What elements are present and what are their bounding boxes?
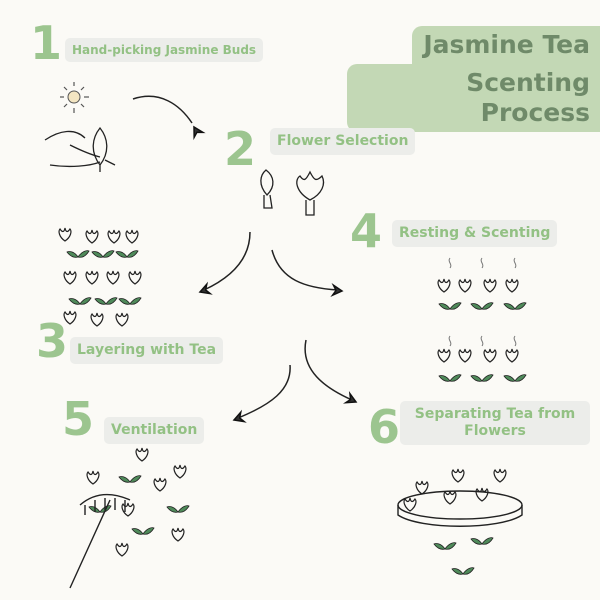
leaf-icon [94, 297, 118, 305]
step-5-label: Ventilation [104, 417, 205, 444]
selected-flowers-icon [260, 169, 325, 216]
flower-icon [90, 312, 104, 327]
flower-icon [451, 468, 465, 483]
flower-icon [415, 480, 429, 495]
flower-icon [121, 502, 135, 517]
step-2-label: Flower Selection [270, 128, 416, 155]
flower-icon [106, 270, 120, 285]
leaf-icon [438, 374, 462, 382]
step-5-number: 5 [62, 392, 95, 446]
steam-icon [480, 335, 484, 347]
flower-icon [115, 542, 129, 557]
flower-and-leaf-sprites [58, 227, 527, 575]
step-1-number: 1 [30, 16, 63, 70]
flower-icon [85, 270, 99, 285]
flower-icon [85, 229, 99, 244]
leaf-icon [91, 250, 115, 258]
rake-icon [69, 493, 131, 589]
leaf-icon [470, 302, 494, 310]
flower-icon [115, 312, 129, 327]
title-line-2: Scenting Process [347, 64, 600, 132]
step-2-number: 2 [224, 122, 257, 176]
step-1-label: Hand-picking Jasmine Buds [65, 38, 264, 63]
flower-icon [171, 527, 185, 542]
flower-icon [458, 348, 472, 363]
leaf-icon [433, 542, 457, 550]
steam-icon [448, 335, 452, 347]
flower-icon [458, 278, 472, 293]
steam-icon [513, 335, 517, 347]
flower-icon [58, 227, 72, 242]
leaf-icon [503, 302, 527, 310]
flower-icon [505, 348, 519, 363]
flower-icon [403, 497, 417, 512]
flower-icon [483, 348, 497, 363]
step-6-number: 6 [368, 400, 401, 454]
leaf-icon [470, 374, 494, 382]
arrows [132, 95, 359, 426]
flower-icon [483, 278, 497, 293]
step-3-label: Layering with Tea [70, 337, 224, 364]
step-6-label-line-2: Flowers [464, 422, 526, 439]
leaf-icon [66, 250, 90, 258]
flower-icon [63, 310, 77, 325]
title-line-1: Jasmine Tea [412, 26, 600, 64]
step-6-label: Separating Tea from Flowers [400, 401, 590, 445]
leaf-icon [166, 505, 190, 513]
leaf-icon [451, 567, 475, 575]
flower-icon [125, 229, 139, 244]
sieve-icon [397, 490, 523, 527]
leaf-icon [438, 302, 462, 310]
flower-icon [493, 468, 507, 483]
flower-icon [443, 490, 457, 505]
flower-icon [475, 487, 489, 502]
flower-icon [128, 270, 142, 285]
leaf-icon [503, 374, 527, 382]
leaf-icon [68, 297, 92, 305]
leaf-icon [118, 475, 142, 483]
hand-picking-flower-icon [44, 126, 116, 172]
leaf-icon [470, 537, 494, 545]
flower-icon [63, 270, 77, 285]
flower-icon [86, 470, 100, 485]
flower-icon [107, 229, 121, 244]
leaf-icon [131, 527, 155, 535]
step-3-number: 3 [36, 314, 69, 368]
flower-icon [153, 477, 167, 492]
steam-icon [448, 257, 452, 269]
sun-icon [60, 82, 89, 113]
leaf-icon [118, 297, 142, 305]
steam-icon [480, 257, 484, 269]
flower-icon [437, 348, 451, 363]
step-6-label-line-1: Separating Tea from [414, 406, 576, 422]
leaf-icon [115, 250, 139, 258]
step-4-label: Resting & Scenting [392, 220, 558, 247]
flower-icon [437, 278, 451, 293]
flower-icon [505, 278, 519, 293]
steam-icon [513, 257, 517, 269]
step-4-number: 4 [350, 204, 383, 258]
flower-icon [173, 464, 187, 479]
flower-icon [135, 447, 149, 462]
